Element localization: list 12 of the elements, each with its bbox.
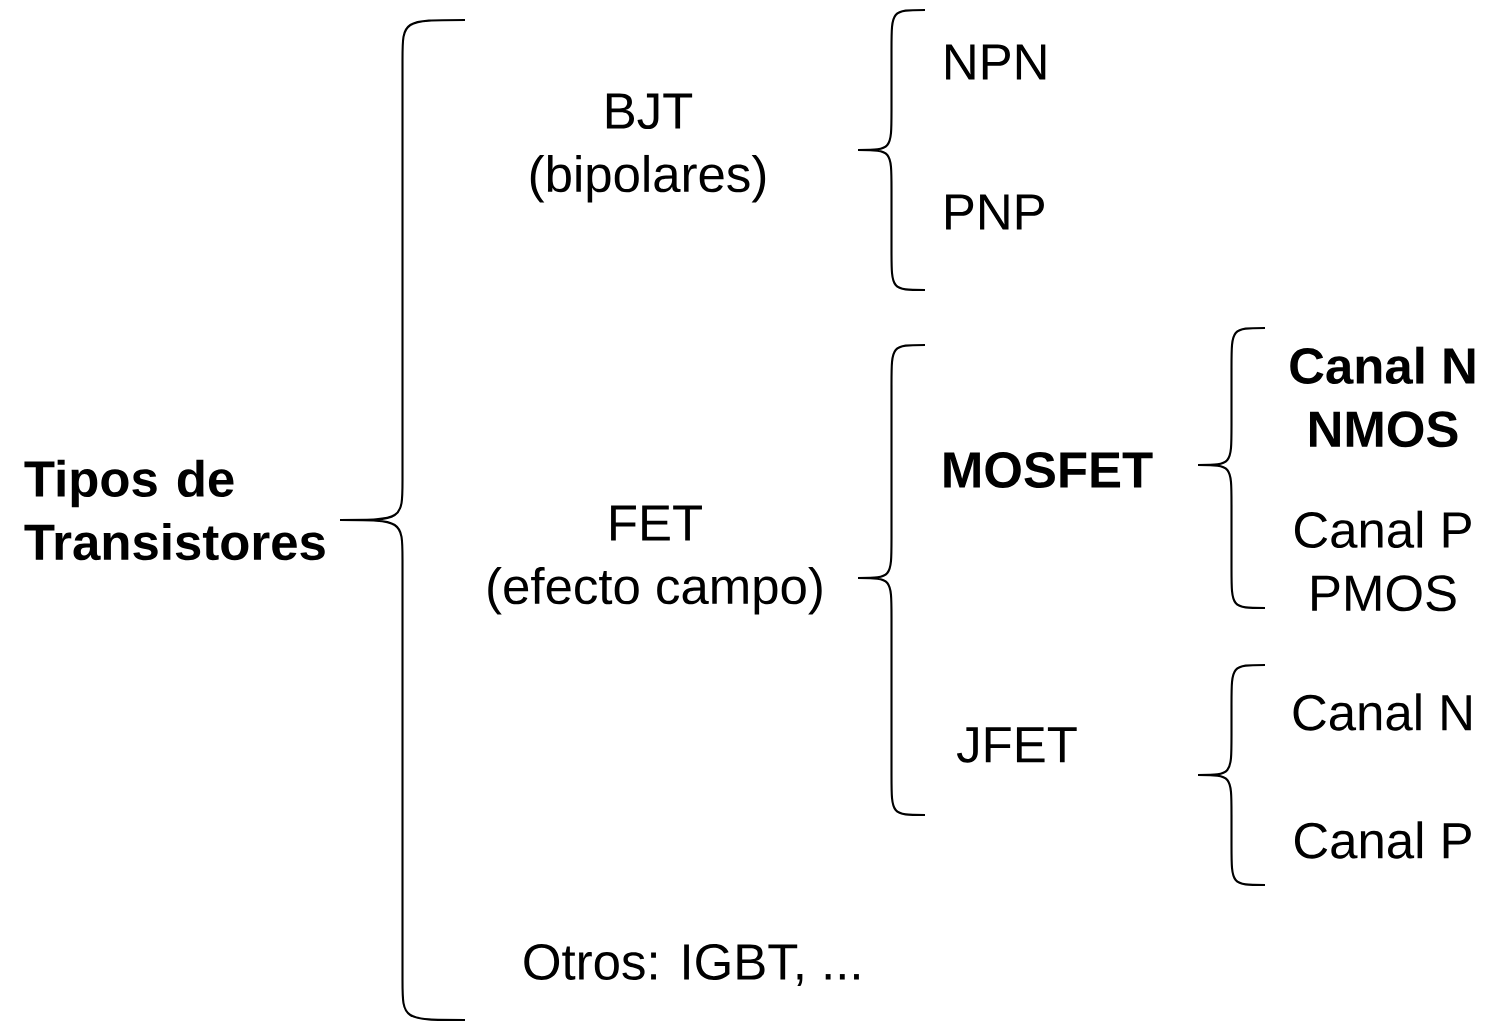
tree-label: JFET <box>956 727 1077 763</box>
tree-label: MOSFET <box>944 451 1153 489</box>
tree-label: Otros: IGBT, ... <box>524 943 859 987</box>
tree-label: BJT (bipolares) <box>530 93 766 203</box>
tree-label: Canal N NMOS <box>1290 346 1475 448</box>
tree-label: Canal P <box>1294 821 1471 859</box>
tree-label: Tipos de Transistores <box>24 459 325 561</box>
tree-label: PNP <box>946 194 1044 230</box>
tree-label: FET (efecto campo) <box>488 505 822 615</box>
tree-label: Canal N <box>1293 693 1471 731</box>
tree-label: NPN <box>946 44 1046 80</box>
tree-label: Canal P PMOS <box>1294 510 1471 612</box>
